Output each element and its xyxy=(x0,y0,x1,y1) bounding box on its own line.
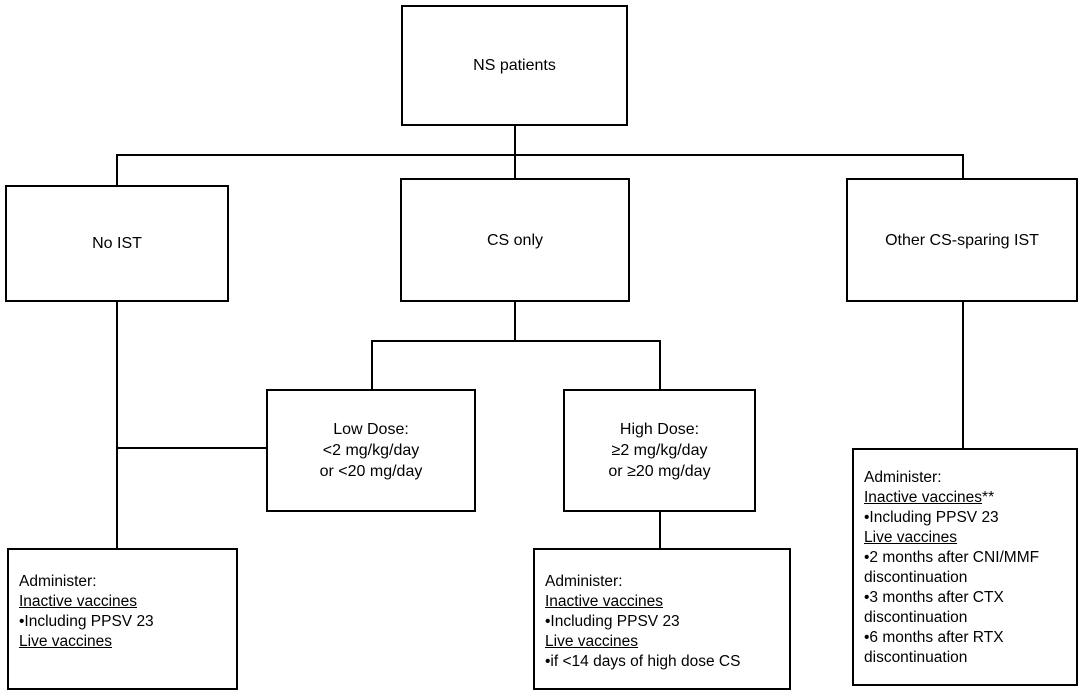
node-other-label: Other CS-sparing IST xyxy=(885,231,1039,249)
node-cs-only-label: CS only xyxy=(486,231,544,249)
node-high-dose: High Dose: ≥2 mg/kg/day or ≥20 mg/day xyxy=(563,389,756,512)
connector-to-no-ist xyxy=(116,154,118,186)
rec-other-title: Administer: xyxy=(864,469,942,486)
connector-top-bar xyxy=(116,154,964,156)
rec-other-live-item-2: discontinuation xyxy=(864,569,968,586)
low-dose-line-1: Low Dose: xyxy=(333,421,409,438)
rec-other-live-item-3: •3 months after CTX xyxy=(864,589,1004,606)
rec-high-dose-live: Live vaccines xyxy=(545,633,639,650)
connector-to-high-dose xyxy=(659,340,661,390)
connector-to-cs-only xyxy=(514,154,516,180)
rec-no-ist-inactive-item: •Including PPSV 23 xyxy=(19,613,154,630)
low-dose-line-3: or <20 mg/day xyxy=(319,463,423,480)
rec-other-live: Live vaccines xyxy=(864,529,958,546)
rec-high-dose-live-item: •if <14 days of high dose CS xyxy=(545,653,741,670)
connector-dose-bar xyxy=(371,340,661,342)
node-other-cs-sparing-ist: Other CS-sparing IST xyxy=(846,178,1078,302)
rec-no-ist-title: Administer: xyxy=(19,573,97,590)
connector-high-dose-down xyxy=(659,510,661,550)
rec-other-inactive: Inactive vaccines xyxy=(864,489,983,506)
node-no-ist: No IST xyxy=(5,185,229,302)
connector-root-down xyxy=(514,124,516,155)
high-dose-line-3: or ≥20 mg/day xyxy=(608,463,711,480)
connector-cs-only-down xyxy=(514,300,516,342)
connector-to-low-dose xyxy=(371,340,373,390)
rec-high-dose-inactive-item: •Including PPSV 23 xyxy=(545,613,680,630)
rec-no-ist: Administer: Inactive vaccines •Including… xyxy=(7,548,238,690)
node-no-ist-label: No IST xyxy=(92,235,142,252)
rec-other-inactive-item: •Including PPSV 23 xyxy=(864,509,999,526)
rec-high-dose-title: Administer: xyxy=(545,573,623,590)
high-dose-line-2: ≥2 mg/kg/day xyxy=(611,442,708,459)
rec-other-live-item-6: discontinuation xyxy=(864,649,968,666)
rec-other: Administer: Inactive vaccines** •Includi… xyxy=(852,448,1078,686)
node-cs-only: CS only xyxy=(400,178,630,302)
rec-high-dose-inactive: Inactive vaccines xyxy=(545,593,664,610)
rec-other-inactive-footnote: ** xyxy=(982,489,995,506)
rec-no-ist-inactive: Inactive vaccines xyxy=(19,593,138,610)
node-low-dose: Low Dose: <2 mg/kg/day or <20 mg/day xyxy=(266,389,476,512)
node-ns-patients-label: NS patients xyxy=(473,57,556,74)
rec-other-live-item-5: •6 months after RTX xyxy=(864,629,1004,646)
high-dose-line-1: High Dose: xyxy=(619,421,700,438)
rec-high-dose: Administer: Inactive vaccines •Including… xyxy=(533,548,791,690)
rec-other-live-item-1: •2 months after CNI/MMF xyxy=(864,549,1040,566)
rec-no-ist-live: Live vaccines xyxy=(19,633,113,650)
connector-no-ist-down xyxy=(116,300,118,550)
node-ns-patients: NS patients xyxy=(401,5,628,126)
connector-other-down xyxy=(962,300,964,450)
low-dose-line-2: <2 mg/kg/day xyxy=(322,442,420,459)
rec-other-live-item-4: discontinuation xyxy=(864,609,968,626)
connector-low-dose-to-no-ist xyxy=(116,447,268,449)
connector-to-other xyxy=(962,154,964,180)
